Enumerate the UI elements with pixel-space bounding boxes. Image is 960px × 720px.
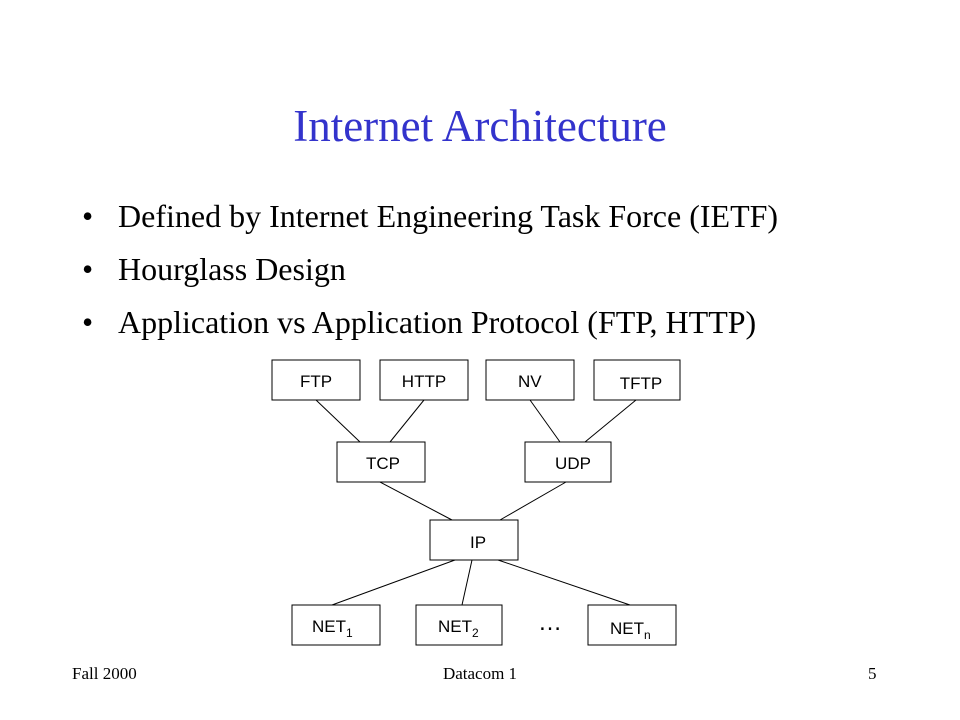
- node-tftp: TFTP: [593, 359, 681, 401]
- slide-title: Internet Architecture: [293, 101, 667, 151]
- bullet-text: Hourglass Design: [118, 251, 346, 287]
- edge-ftp-tcp: [315, 399, 361, 443]
- net-subscript: n: [644, 628, 651, 642]
- net-subscript: 2: [472, 626, 479, 640]
- node-label: NV: [518, 372, 542, 391]
- node-net1: NET1: [291, 604, 381, 646]
- bullet-text: Defined by Internet Engineering Task For…: [118, 198, 779, 234]
- bullet-item: • Application vs Application Protocol (F…: [82, 296, 778, 349]
- node-nv: NV: [485, 359, 575, 401]
- node-netn: NETn: [587, 604, 677, 646]
- net-subscript: 1: [346, 626, 353, 640]
- node-net2: NET2: [415, 604, 503, 646]
- node-ip: IP: [429, 519, 519, 561]
- net-base: NET: [312, 617, 346, 636]
- footer-center: Datacom 1: [442, 664, 518, 683]
- net-base: NET: [438, 617, 472, 636]
- bullet-item: • Hourglass Design: [82, 243, 778, 296]
- page-number: 5: [868, 664, 877, 683]
- ellipsis: …: [538, 609, 562, 636]
- bullet-list: • Defined by Internet Engineering Task F…: [82, 190, 778, 349]
- edge-udp-ip: [499, 481, 567, 521]
- net-base: NET: [610, 619, 644, 638]
- node-label: FTP: [300, 372, 332, 391]
- bullet-dot: •: [82, 198, 94, 234]
- edge-tftp-udp: [584, 399, 637, 443]
- node-label: HTTP: [402, 372, 446, 391]
- bullet-text: Application vs Application Protocol (FTP…: [118, 304, 757, 340]
- node-label: TCP: [366, 454, 400, 473]
- edge-ip-netn: [497, 559, 631, 606]
- bullet-dot: •: [82, 304, 94, 340]
- edge-nv-udp: [529, 399, 561, 443]
- node-udp: UDP: [524, 441, 612, 483]
- footer-left: Fall 2000: [72, 664, 137, 683]
- node-label: TFTP: [620, 374, 663, 393]
- edge-ip-net1: [331, 559, 456, 606]
- node-ftp: FTP: [271, 359, 361, 401]
- node-label: NET2: [438, 617, 479, 640]
- node-tcp: TCP: [336, 441, 426, 483]
- node-http: HTTP: [379, 359, 469, 401]
- node-label: UDP: [555, 454, 591, 473]
- bullet-item: • Defined by Internet Engineering Task F…: [82, 190, 778, 243]
- edge-ip-net2: [461, 559, 473, 606]
- edge-http-tcp: [389, 399, 425, 443]
- node-label: IP: [470, 533, 486, 552]
- bullet-dot: •: [82, 251, 94, 287]
- node-label: NETn: [610, 619, 651, 642]
- edge-tcp-ip: [379, 481, 453, 521]
- node-label: NET1: [312, 617, 353, 640]
